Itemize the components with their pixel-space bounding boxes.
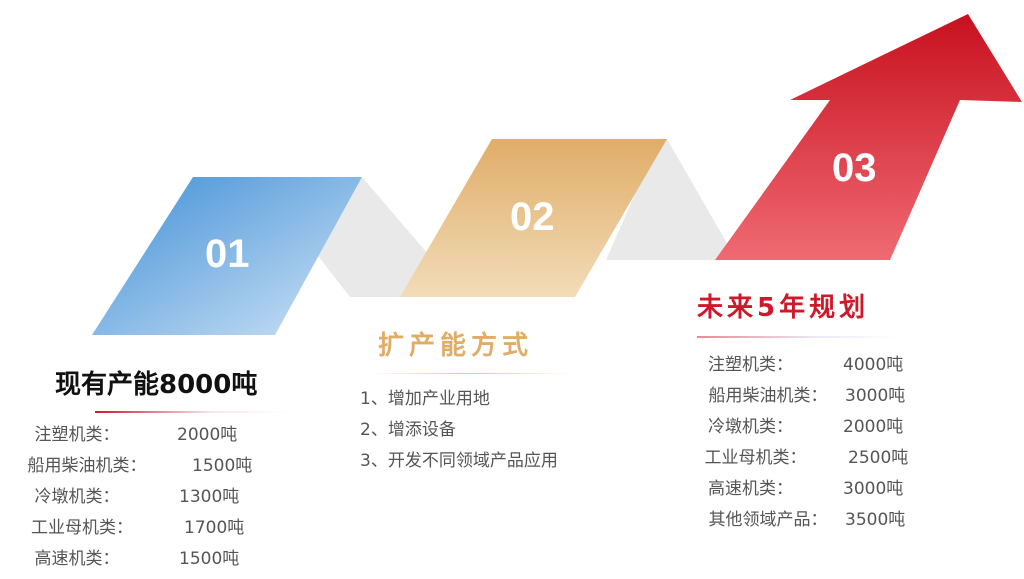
- list-item: 冷墩机类：1300吨: [34, 487, 240, 507]
- step-03-arrow: [715, 14, 1022, 260]
- connector-band-2: [606, 139, 728, 260]
- list-item: 船用柴油机类：1500吨: [27, 456, 253, 476]
- list-item: 工业母机类：2500吨: [704, 448, 909, 468]
- step-02-parallelogram: [400, 139, 667, 297]
- step-03-list: 注塑机类：4000吨 船用柴油机类：3000吨 冷墩机类：2000吨 工业母机类…: [693, 350, 909, 536]
- step-01-parallelogram: [92, 177, 362, 335]
- list-item: 冷墩机类：2000吨: [708, 417, 904, 437]
- list-item: 高速机类：1500吨: [34, 549, 240, 569]
- step-02-number: 02: [510, 195, 555, 239]
- step-02-title: 扩产能方式: [378, 331, 534, 361]
- divider: [697, 336, 897, 338]
- step-01-list: 注塑机类：2000吨 船用柴油机类：1500吨 冷墩机类：1300吨 工业母机类…: [12, 420, 253, 575]
- list-item: 注塑机类：4000吨: [708, 355, 904, 375]
- list-item: 1、增加产业用地: [360, 389, 490, 409]
- step-03-title: 未来5年规划: [697, 293, 870, 323]
- list-item: 其他领域产品：3500吨: [708, 510, 906, 530]
- list-item: 注塑机类：2000吨: [34, 425, 238, 445]
- divider: [370, 373, 570, 374]
- list-item: 2、增添设备: [360, 420, 456, 440]
- list-item: 船用柴油机类：3000吨: [708, 386, 906, 406]
- list-item: 工业母机类：1700吨: [31, 518, 245, 538]
- step-01-title: 现有产能8000吨: [55, 370, 258, 400]
- step-03-number: 03: [832, 146, 877, 190]
- step-02-list: 1、增加产业用地 2、增添设备 3、开发不同领域产品应用: [360, 384, 558, 477]
- connector-band-1: [318, 177, 440, 297]
- divider: [95, 411, 290, 413]
- list-item: 3、开发不同领域产品应用: [360, 451, 558, 471]
- step-01-number: 01: [205, 232, 250, 276]
- list-item: 高速机类：3000吨: [708, 479, 904, 499]
